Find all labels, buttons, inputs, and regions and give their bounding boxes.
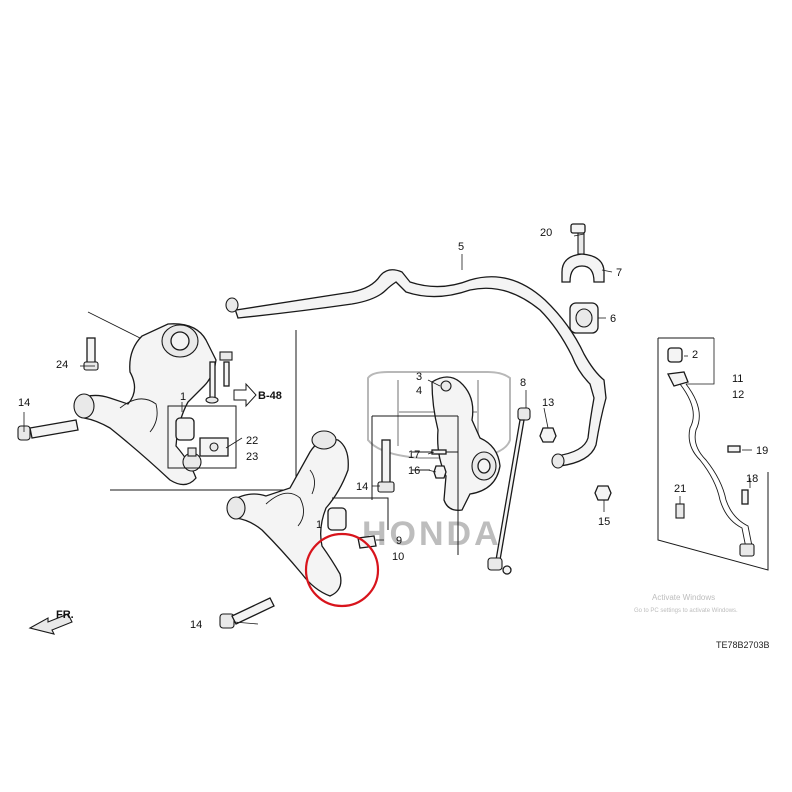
front-direction-arrow: FR. [28,609,74,635]
callout-labels: 24 14 1 22 23 5 20 7 6 3 4 8 13 17 16 14… [18,227,768,631]
diagram-code: TE78B2703B [716,640,770,650]
bolt-16 [433,465,447,479]
center-frame [371,415,459,555]
sensor-cap-2 [667,347,683,363]
bolt-19 [727,445,741,453]
callout-1-left: 1 [180,391,186,403]
front-marker-label: FR. [56,609,74,621]
stabilizer-link [487,407,531,575]
callout-18: 18 [746,473,758,485]
nut-13 [539,427,557,443]
callout-13: 13 [542,397,554,409]
bolt-14-center [377,439,395,493]
bolt-18 [741,489,749,505]
activation-watermark: Activate Windows Go to PC settings to ac… [634,593,738,614]
callout-6: 6 [610,313,616,325]
callout-5: 5 [458,241,464,253]
honda-wordmark-watermark: HONDA [362,515,502,553]
callout-14-bottom: 14 [190,619,202,631]
callout-3: 3 [416,371,422,383]
callout-14-left: 14 [18,397,30,409]
callout-15: 15 [598,516,610,528]
bushing-left-box [167,405,237,469]
honda-logo-watermark: HONDA [362,371,511,553]
watermark-title: Activate Windows [652,593,715,602]
callout-11: 11 [732,373,743,385]
callout-8: 8 [520,377,526,389]
stabilizer-holder [561,223,605,283]
bushing-center-box [327,497,389,549]
bolt-14-bottom [219,597,275,629]
callout-17: 17 [408,449,420,461]
small-bolts-b48 [205,351,233,404]
callout-20: 20 [540,227,552,239]
callout-21: 21 [674,483,686,495]
callout-9: 9 [396,535,402,547]
callout-10: 10 [392,551,404,563]
callout-16: 16 [408,465,420,477]
callout-12: 12 [732,389,744,401]
leader-lines [23,233,752,625]
lower-arm-left [73,323,217,486]
nut-15 [594,485,612,501]
reference-arrow-b48: B-48 [233,382,282,408]
wheel-speed-sensor [667,371,755,557]
stabilizer-bar [225,269,607,469]
sensor-group-frame [657,337,769,571]
lower-arm-right [226,430,349,597]
reference-label: B-48 [258,390,282,402]
callout-24: 24 [56,359,68,371]
callout-7: 7 [616,267,622,279]
bolt-17 [431,449,447,455]
callout-2: 2 [692,349,698,361]
callout-23: 23 [246,451,258,463]
callout-4: 4 [416,385,422,397]
watermark-subtitle: Go to PC settings to activate Windows. [634,608,738,614]
callout-19: 19 [756,445,768,457]
callout-14-center: 14 [356,481,368,493]
stabilizer-bushing [569,302,599,334]
steering-knuckle [431,376,501,511]
callout-1-center: 1 [316,519,322,531]
highlight-circle-ball-joint [304,532,380,608]
bolt-24 [83,337,99,371]
bolt-14-left [17,419,79,441]
callout-22: 22 [246,435,258,447]
